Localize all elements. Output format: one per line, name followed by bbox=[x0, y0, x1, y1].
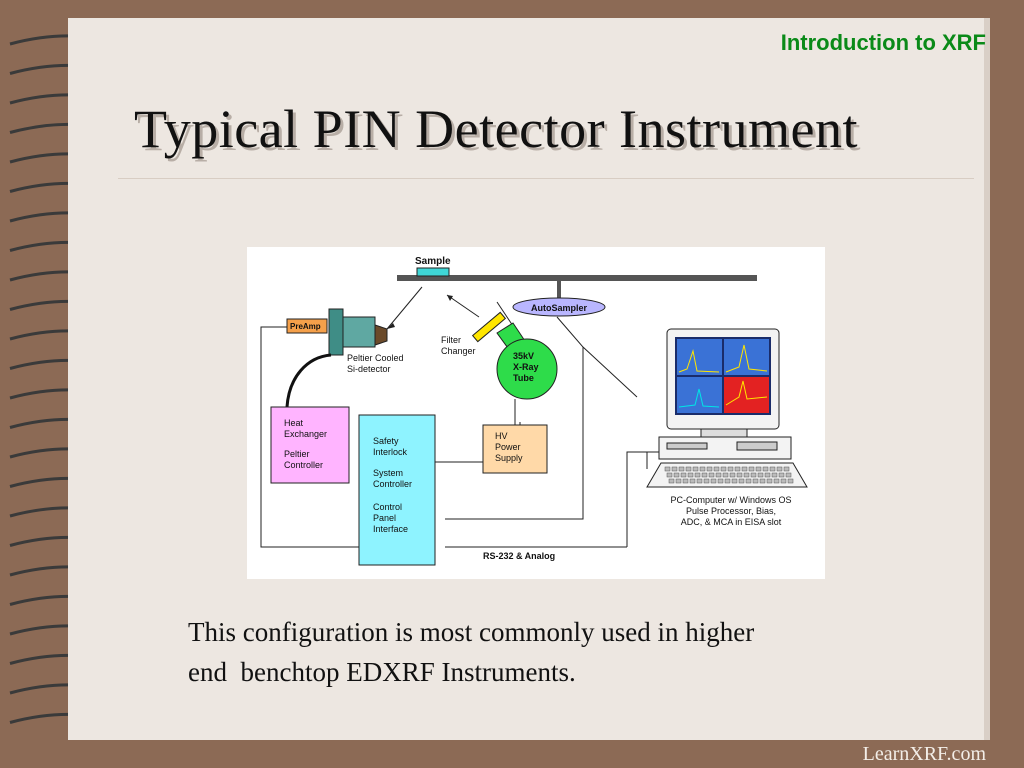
preamp-label: PreAmp bbox=[290, 322, 321, 331]
sample-label: Sample bbox=[415, 256, 451, 267]
caption: This configuration is most commonly used… bbox=[188, 612, 928, 692]
ctrl-label-5: Control bbox=[373, 502, 402, 512]
filter-label-2: Changer bbox=[441, 346, 476, 356]
tube-label-3: Tube bbox=[513, 373, 534, 383]
hv-supply-box bbox=[482, 424, 548, 474]
pc-label-1: PC-Computer w/ Windows OS bbox=[670, 495, 791, 505]
filter-label-1: Filter bbox=[441, 335, 461, 345]
title-divider bbox=[118, 178, 974, 179]
system-controller-box bbox=[358, 414, 436, 566]
ctrl-label-6: Panel bbox=[373, 513, 396, 523]
autosampler-label: AutoSampler bbox=[531, 303, 588, 313]
heat-exchanger-box bbox=[270, 406, 350, 484]
tube-label-1: 35kV bbox=[513, 351, 534, 361]
caption-line-2: end benchtop EDXRF Instruments. bbox=[188, 657, 576, 687]
heat-label-1: Heat bbox=[284, 418, 304, 428]
ctrl-label-7: Interface bbox=[373, 524, 408, 534]
heat-label-2: Exchanger bbox=[284, 429, 327, 439]
detector-label-2: Si-detector bbox=[347, 364, 391, 374]
kicker-label: Introduction to XRF bbox=[780, 30, 986, 55]
pc-label-3: ADC, & MCA in EISA slot bbox=[681, 517, 782, 527]
autosampler bbox=[512, 297, 606, 317]
pc-label-2: Pulse Processor, Bias, bbox=[686, 506, 776, 516]
sample-holder bbox=[416, 267, 450, 277]
ctrl-label-3: System bbox=[373, 468, 403, 478]
tube-label-2: X-Ray bbox=[513, 362, 539, 372]
page-title: Typical PIN Detector Instrument bbox=[134, 99, 859, 159]
heat-label-4: Controller bbox=[284, 460, 323, 470]
si-detector bbox=[328, 308, 388, 356]
hv-label-1: HV bbox=[495, 431, 508, 441]
caption-line-1: This configuration is most commonly used… bbox=[188, 617, 755, 647]
instrument-diagram: Sample AutoSampler PreAmp Peltier Cooled… bbox=[247, 247, 825, 579]
rs232-label: RS-232 & Analog bbox=[483, 551, 555, 561]
detector-label-1: Peltier Cooled bbox=[347, 353, 404, 363]
hv-label-2: Power bbox=[495, 442, 521, 452]
heat-label-3: Peltier bbox=[284, 449, 310, 459]
detector-cable bbox=[285, 353, 332, 408]
footer-site: LearnXRF.com bbox=[862, 743, 986, 765]
ctrl-label-4: Controller bbox=[373, 479, 412, 489]
preamp-box bbox=[286, 318, 328, 334]
sample-stage-bar bbox=[397, 275, 757, 281]
filter-changer bbox=[471, 311, 507, 343]
ctrl-label-1: Safety bbox=[373, 436, 399, 446]
hv-label-3: Supply bbox=[495, 453, 523, 463]
pc-computer bbox=[646, 328, 808, 488]
ctrl-label-2: Interlock bbox=[373, 447, 408, 457]
xray-tube bbox=[496, 338, 558, 400]
